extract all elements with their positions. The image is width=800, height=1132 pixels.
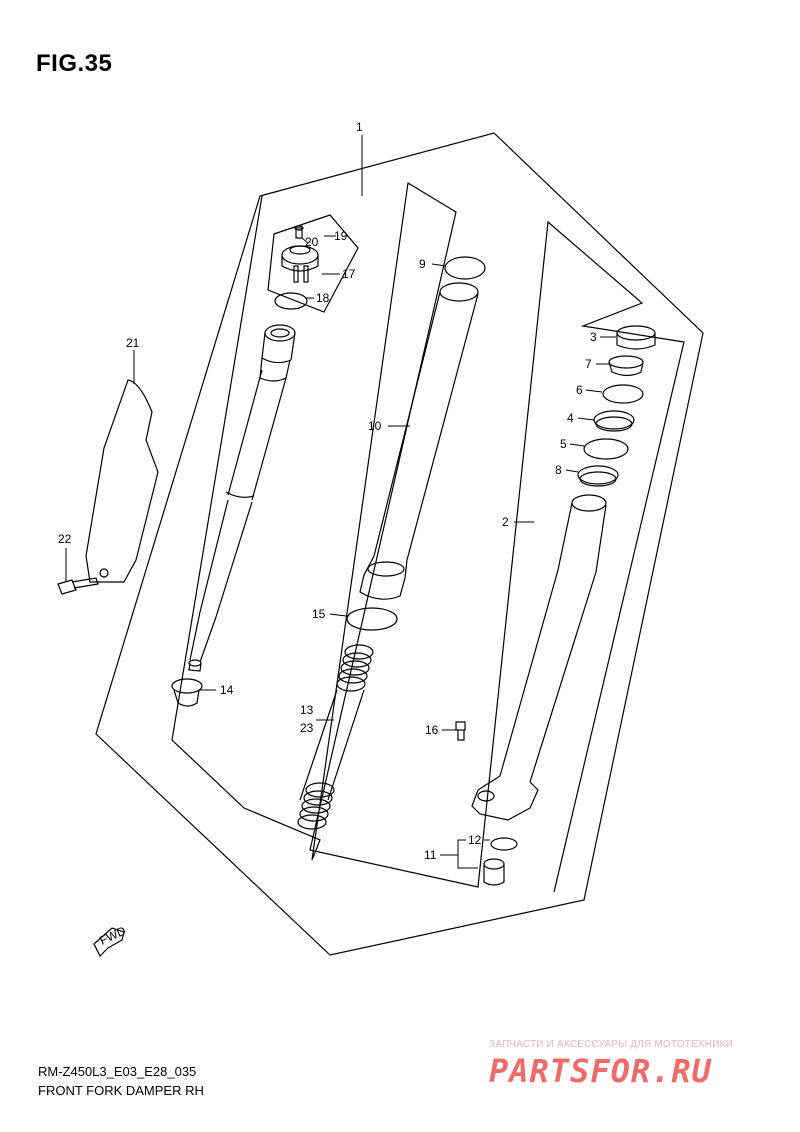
- inner-tube-part-2: [471, 494, 607, 821]
- fork-guard-part-21: [85, 379, 159, 583]
- bolt-part-11: [483, 858, 505, 886]
- callout-5: 5: [560, 437, 567, 451]
- cap-group-box: [267, 214, 359, 313]
- callout-12: 12: [468, 833, 482, 847]
- spring-upper-part-13: [299, 644, 374, 801]
- callout-13: 13: [300, 703, 314, 717]
- outer-tube-part-10: [359, 282, 479, 600]
- leader-lines: [65, 135, 616, 869]
- callout-22: 22: [58, 532, 72, 546]
- assembly-outline: [95, 132, 704, 956]
- ring-part-9: [444, 256, 486, 280]
- callout-14: 14: [220, 683, 234, 697]
- callout-4: 4: [567, 411, 574, 425]
- callout-3: 3: [590, 330, 597, 344]
- dust-seal-part-8: [577, 465, 619, 487]
- damper-rod: [188, 324, 296, 672]
- bushing-part-14: [171, 678, 203, 707]
- guard-hole: [99, 568, 109, 578]
- callout-7: 7: [585, 357, 592, 371]
- watermark-tagline: ЗАПЧАСТИ И АКСЕССУАРЫ ДЛЯ МОТОТЕХНИКИ: [489, 1039, 734, 1050]
- callout-10: 10: [368, 419, 382, 433]
- callout-17: 17: [342, 267, 356, 281]
- callout-11: 11: [424, 848, 437, 862]
- fork-cap-part-17: [281, 245, 319, 283]
- callout-19: 19: [334, 229, 348, 243]
- clip-part-5: [583, 438, 629, 460]
- figure-title: FIG.35: [36, 50, 113, 77]
- callout-15: 15: [312, 607, 326, 621]
- forward-arrow-icon: FWD: [93, 923, 128, 958]
- bushing-part-3: [616, 325, 656, 350]
- gasket-part-12: [490, 837, 518, 851]
- callout-18: 18: [316, 291, 330, 305]
- callout-8: 8: [555, 463, 562, 477]
- bushing-part-7: [608, 355, 644, 377]
- washer-part-6: [602, 384, 644, 404]
- bleed-screw-part-16: [455, 721, 466, 741]
- o-ring-part-18: [274, 292, 308, 310]
- callout-23: 23: [300, 721, 314, 735]
- callout-9: 9: [419, 257, 426, 271]
- callout-21: 21: [126, 336, 140, 350]
- fwd-label: FWD: [97, 923, 128, 947]
- spring-lower-part-23: [297, 782, 335, 830]
- watermark-logo: PARTSFOR.RU: [489, 1052, 712, 1090]
- callout-20: 20: [305, 235, 319, 249]
- inner-outline: [171, 182, 685, 893]
- seal-part-4: [593, 410, 635, 432]
- figure-code: RM-Z450L3_E03_E28_035: [38, 1064, 197, 1079]
- bolt-part-22: [57, 577, 99, 595]
- callout-6: 6: [576, 383, 583, 397]
- o-ring-part-15: [346, 607, 398, 631]
- callout-16: 16: [425, 723, 439, 737]
- callout-1: 1: [356, 120, 363, 134]
- figure-name: FRONT FORK DAMPER RH: [38, 1083, 204, 1098]
- screw-part-19: [294, 225, 304, 239]
- callout-2: 2: [502, 515, 509, 529]
